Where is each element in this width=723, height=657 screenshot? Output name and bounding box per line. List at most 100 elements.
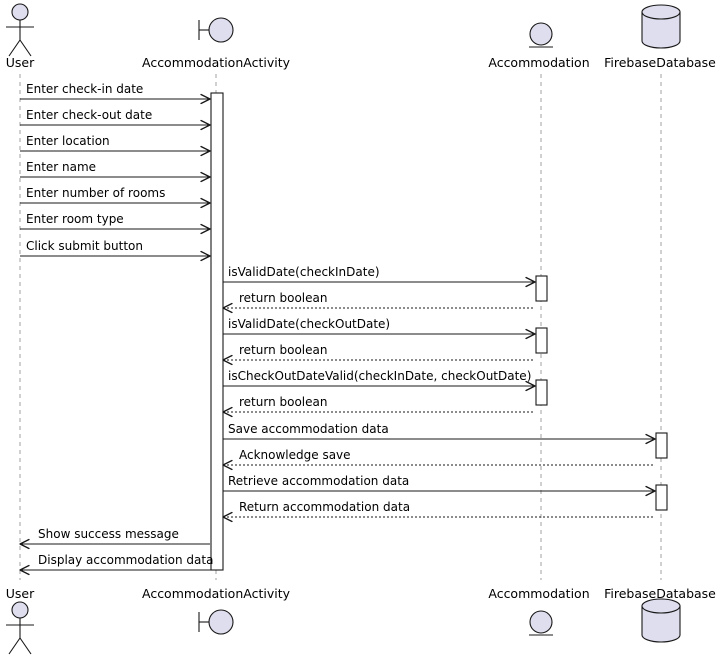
message-arrowhead-4 <box>200 171 211 183</box>
message-10[interactable]: isValidDate(checkOutDate) <box>223 317 536 340</box>
message-3[interactable]: Enter location <box>20 134 211 157</box>
activation-bar-accommodation-2 <box>535 275 548 302</box>
message-2[interactable]: Enter check-out date <box>20 108 211 131</box>
participant-bottom-accommodation[interactable]: Accommodation <box>488 586 590 636</box>
message-arrowhead-19 <box>19 564 30 576</box>
database-top <box>641 4 681 20</box>
participant-label-bottom-firebase_database: FirebaseDatabase <box>604 586 716 601</box>
message-label-14: Save accommodation data <box>228 422 389 436</box>
message-arrowhead-7 <box>200 250 211 262</box>
message-arrowhead-1 <box>200 93 211 105</box>
message-label-7: Click submit button <box>26 239 143 253</box>
message-label-13: return boolean <box>239 395 327 409</box>
message-13[interactable]: return boolean <box>222 395 535 418</box>
message-15[interactable]: Acknowledge save <box>222 448 655 471</box>
actor-head <box>11 601 29 619</box>
message-label-4: Enter name <box>26 160 96 174</box>
actor-icon <box>6 601 34 655</box>
message-label-1: Enter check-in date <box>26 82 143 96</box>
activation-bar-firebase_database-6 <box>655 484 668 511</box>
participant-accommodation_activity[interactable]: AccommodationActivity <box>142 17 291 70</box>
boundary-circle <box>208 609 234 635</box>
participant-label-bottom-accommodation_activity: AccommodationActivity <box>142 586 291 601</box>
entity-circle <box>529 22 553 46</box>
participant-label-top-firebase_database: FirebaseDatabase <box>604 55 716 70</box>
message-label-2: Enter check-out date <box>26 108 152 122</box>
database-icon <box>641 4 681 49</box>
activation-bar-firebase_database-5 <box>655 432 668 459</box>
message-7[interactable]: Click submit button <box>20 239 211 262</box>
participant-firebase_database[interactable]: FirebaseDatabase <box>604 4 716 70</box>
message-arrowhead-3 <box>200 145 211 157</box>
database-top <box>641 598 681 614</box>
message-arrowhead-16 <box>645 485 656 497</box>
message-17[interactable]: Return accommodation data <box>222 500 655 523</box>
message-arrowhead-5 <box>200 197 211 209</box>
actor-head <box>11 3 29 21</box>
activation-bar-accommodation-4 <box>535 379 548 406</box>
message-arrowhead-9 <box>222 302 233 314</box>
message-arrowhead-12 <box>525 380 536 392</box>
participant-bottom-user[interactable]: User <box>6 586 35 655</box>
participant-user[interactable]: User <box>6 3 35 70</box>
message-label-18: Show success message <box>38 527 179 541</box>
message-label-12: isCheckOutDateValid(checkInDate, checkOu… <box>228 369 531 383</box>
message-label-11: return boolean <box>239 343 327 357</box>
message-arrowhead-15 <box>222 459 233 471</box>
message-label-9: return boolean <box>239 291 327 305</box>
boundary-circle <box>208 17 234 43</box>
message-label-16: Retrieve accommodation data <box>228 474 409 488</box>
message-label-19: Display accommodation data <box>38 553 213 567</box>
database-body <box>641 605 681 643</box>
entity-icon <box>529 610 553 636</box>
message-arrowhead-11 <box>222 354 233 366</box>
message-18[interactable]: Show success message <box>19 527 210 550</box>
message-6[interactable]: Enter room type <box>20 212 211 235</box>
message-12[interactable]: isCheckOutDateValid(checkInDate, checkOu… <box>223 369 536 392</box>
participant-label-bottom-accommodation: Accommodation <box>488 586 589 601</box>
message-arrowhead-14 <box>645 433 656 445</box>
message-16[interactable]: Retrieve accommodation data <box>223 474 656 497</box>
participant-label-top-accommodation: Accommodation <box>488 55 589 70</box>
message-label-10: isValidDate(checkOutDate) <box>228 317 390 331</box>
participant-bottom-accommodation_activity[interactable]: AccommodationActivity <box>142 586 291 635</box>
actor-icon <box>6 3 34 57</box>
message-label-17: Return accommodation data <box>239 500 410 514</box>
actor-leg-right <box>19 39 32 57</box>
message-label-5: Enter number of rooms <box>26 186 165 200</box>
message-arrowhead-6 <box>200 223 211 235</box>
database-body <box>641 11 681 49</box>
activations-layer <box>210 92 668 571</box>
message-5[interactable]: Enter number of rooms <box>20 186 211 209</box>
database-icon <box>641 598 681 643</box>
actor-leg-right <box>19 637 32 655</box>
message-1[interactable]: Enter check-in date <box>20 82 211 105</box>
message-4[interactable]: Enter name <box>20 160 211 183</box>
participant-label-bottom-user: User <box>6 586 35 601</box>
participant-label-top-accommodation_activity: AccommodationActivity <box>142 55 291 70</box>
message-label-6: Enter room type <box>26 212 124 226</box>
entity-icon <box>529 22 553 48</box>
message-label-15: Acknowledge save <box>239 448 351 462</box>
message-11[interactable]: return boolean <box>222 343 535 366</box>
participant-label-top-user: User <box>6 55 35 70</box>
message-arrowhead-17 <box>222 511 233 523</box>
actor-leg-left <box>8 39 21 57</box>
entity-circle <box>529 610 553 634</box>
actor-leg-left <box>8 637 21 655</box>
participant-accommodation[interactable]: Accommodation <box>488 22 590 70</box>
message-arrowhead-2 <box>200 119 211 131</box>
boundary-icon <box>198 609 234 635</box>
participant-bottom-firebase_database[interactable]: FirebaseDatabase <box>604 586 716 643</box>
message-19[interactable]: Display accommodation data <box>19 553 223 576</box>
message-label-8: isValidDate(checkInDate) <box>228 265 380 279</box>
activation-bar-accommodation_activity-1 <box>210 92 224 571</box>
message-14[interactable]: Save accommodation data <box>223 422 656 445</box>
message-9[interactable]: return boolean <box>222 291 535 314</box>
participants-layer: UserUserAccommodationActivityAccommodati… <box>6 3 716 655</box>
message-8[interactable]: isValidDate(checkInDate) <box>223 265 536 288</box>
boundary-icon <box>198 17 234 43</box>
